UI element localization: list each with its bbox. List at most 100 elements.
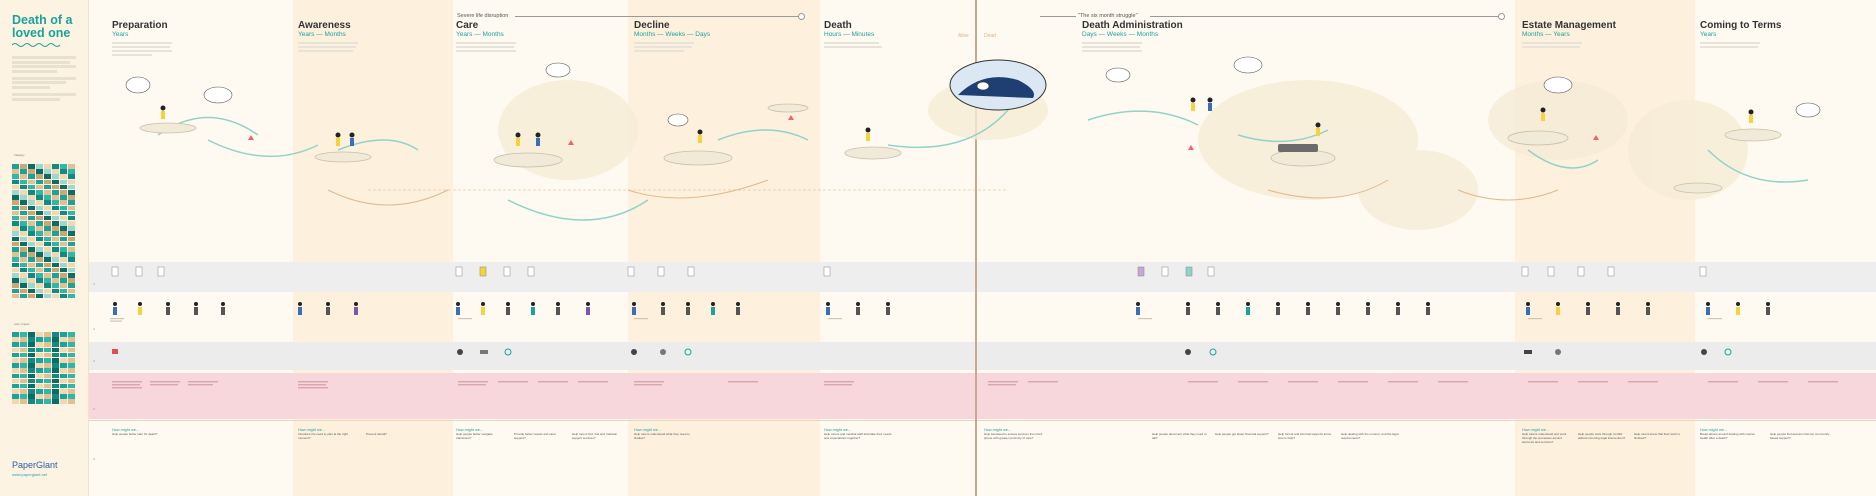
heatmap-cell: [28, 288, 36, 294]
heatmap-cell: [44, 357, 52, 363]
heatmap-cell: [60, 288, 68, 294]
brand-url[interactable]: www.paperglant.net: [12, 472, 48, 477]
heatmap-row: [12, 363, 76, 368]
heatmap-cell: [60, 293, 68, 299]
heatmap-cell: [20, 215, 28, 221]
heatmap-cell: [44, 332, 52, 337]
heatmap-cell: [68, 357, 76, 363]
heatmap-cell: [60, 195, 68, 200]
heatmap-cell: [28, 195, 36, 200]
heatmap-cell: [12, 278, 20, 283]
stage-heading-death-administration: Death Administration Days — Weeks — Mont…: [1082, 20, 1183, 38]
heatmap-cell: [28, 368, 36, 373]
stage-description-blocks: [112, 42, 1760, 56]
heatmap-cell: [28, 257, 36, 262]
heatmap-row: [12, 184, 76, 190]
heatmap-cell: [28, 262, 36, 268]
heatmap-cell: [12, 347, 20, 353]
heatmap-cell: [20, 247, 28, 252]
heatmap-cell: [60, 267, 68, 273]
heatmap-cell: [36, 399, 44, 405]
heatmap-cell: [12, 352, 20, 358]
heatmap-cell: [28, 383, 36, 389]
heatmap-row: [12, 332, 76, 337]
heatmap-cell: [60, 283, 68, 288]
heatmap-cell: [12, 236, 20, 242]
question-block-decline: How might we... Help carers understand w…: [634, 428, 690, 440]
coffin-shape: [1278, 144, 1318, 152]
heatmap-cell: [60, 389, 68, 394]
heatmap-cell: [68, 272, 76, 278]
heatmap-cell: [28, 164, 36, 169]
services-lane-icons: [112, 348, 1732, 356]
heatmap-cell: [44, 399, 52, 405]
heatmap-cell: [60, 373, 68, 379]
heatmap-cell: [12, 357, 20, 363]
heatmap-cell: [20, 283, 28, 288]
heatmap-cell: [52, 342, 60, 347]
heatmap-cell: [28, 200, 36, 205]
question-title: How might we...: [824, 428, 852, 432]
heatmap-cell: [20, 267, 28, 273]
question-title: How might we...: [456, 428, 484, 432]
heatmap-cell: [52, 236, 60, 242]
heatmap-cell: [12, 221, 20, 226]
heatmap-cell: [52, 347, 60, 353]
scene-platforms: [139, 103, 1782, 194]
heatmap-cell: [60, 357, 68, 363]
stage-title: Care: [456, 20, 479, 31]
heatmap-cell: [52, 184, 60, 190]
heatmap-cell: [36, 373, 44, 379]
heatmap-cell: [52, 247, 60, 252]
disruption-note: Severe life disruption: [457, 13, 509, 19]
heatmap-row: [12, 252, 76, 257]
heatmap-cell: [68, 262, 76, 268]
heatmap-cell: [20, 342, 28, 347]
heatmap-cell: [12, 184, 20, 190]
question-item: Provide better respite and carer support…: [514, 432, 557, 441]
poster-title-line2: loved one: [12, 26, 71, 40]
heatmap-cell: [60, 205, 68, 211]
heatmap-cell: [68, 363, 76, 368]
heatmap-row: [12, 164, 76, 169]
heatmap-cell: [28, 399, 36, 405]
heatmap-cell: [36, 347, 44, 353]
heatmap-cell: [44, 200, 52, 205]
heatmap-cell: [60, 399, 68, 405]
heatmap-cell: [12, 283, 20, 288]
heatmap-cell: [60, 278, 68, 283]
struggle-line-end: [1498, 13, 1505, 20]
heatmap-row: [12, 378, 76, 384]
heatmap-cell: [12, 252, 20, 257]
heatmap-row: [12, 247, 76, 252]
heatmap-cell: [68, 288, 76, 294]
heatmap-cell: [28, 247, 36, 252]
heatmap-legend-2: [12, 332, 76, 405]
disruption-line: [515, 16, 800, 17]
death-scene-vignette: [949, 59, 1047, 111]
question-block-preparation: How might we... Help people better plan …: [112, 428, 168, 436]
question-title: How might we...: [1522, 428, 1550, 432]
stage-duration: Years — Months: [456, 31, 504, 38]
question-block-estate-management: How might we... Help carers understand a…: [1522, 428, 1684, 445]
heatmap-cell: [36, 164, 44, 169]
heatmap-row: [12, 337, 76, 342]
question-item: Help people better plan for death?: [112, 432, 158, 436]
heatmap-cell: [68, 231, 76, 237]
question-title: How might we...: [984, 428, 1012, 432]
alive-label: Alive: [958, 33, 969, 39]
heatmap-cell: [28, 236, 36, 242]
brand-logo[interactable]: PaperGlant: [12, 460, 58, 470]
heatmap-cell: [52, 283, 60, 288]
heatmap-cell: [12, 394, 20, 399]
heatmap-cell: [12, 179, 20, 185]
heatmap-cell: [28, 226, 36, 231]
heatmap-cell: [44, 337, 52, 342]
poster-title-line1: Death of a: [12, 13, 73, 27]
heatmap-row: [12, 195, 76, 200]
heatmap-cell: [28, 174, 36, 179]
heatmap-cell: [68, 221, 76, 226]
stage-title: Preparation: [112, 20, 168, 31]
heatmap-cell: [12, 383, 20, 389]
heatmap-cell: [68, 195, 76, 200]
